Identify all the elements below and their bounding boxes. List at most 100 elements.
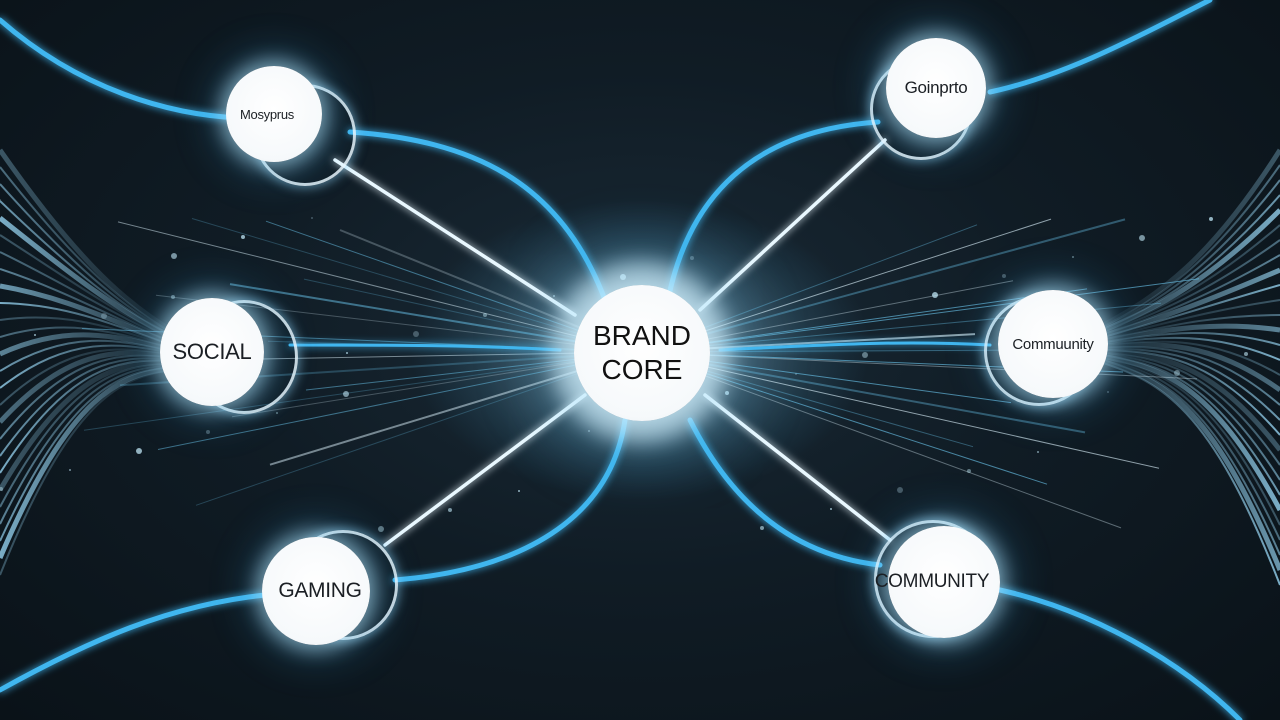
particle (1139, 235, 1145, 241)
left-stream-line (0, 332, 176, 357)
particle (588, 430, 590, 432)
arc-bottom-left-core (392, 417, 628, 583)
right-stream-line (1099, 267, 1280, 339)
particle (795, 373, 797, 375)
left-stream-line (0, 183, 176, 337)
brand-core-label: BRAND CORE (593, 319, 691, 387)
particle (206, 430, 210, 434)
right-stream-line (1099, 351, 1280, 466)
particle (136, 448, 142, 454)
spoke-top-right (698, 138, 887, 312)
spoke-bottom-left (383, 393, 587, 547)
particle (171, 295, 175, 299)
particle (346, 352, 348, 354)
particle (1002, 274, 1006, 278)
right-stream-line (1099, 299, 1280, 340)
left-stream-line (0, 366, 176, 559)
particle (553, 295, 555, 297)
arc-top-left-outer (0, 17, 243, 121)
node-top-right[interactable]: Goinprto (886, 38, 986, 138)
left-stream-line (0, 354, 176, 440)
left-stream-line (0, 148, 177, 335)
particle (483, 313, 487, 317)
node-label-community-mid: Commuunity (1012, 335, 1094, 353)
particle (1107, 391, 1109, 393)
arc-top-right-outer (987, 0, 1213, 95)
brand-core-line1: BRAND (592, 320, 691, 351)
right-stream-line (1099, 208, 1280, 335)
node-label-community-bottom: COMMUNITY (874, 571, 990, 592)
left-stream-line (0, 316, 176, 349)
arc-bottom-right-core (687, 417, 883, 568)
particle (311, 217, 313, 219)
left-stream-line (0, 369, 176, 576)
arc-bottom-right-outer (997, 587, 1243, 720)
left-stream-line (0, 364, 176, 525)
arc-bottom-left-outer (0, 592, 268, 693)
node-label-top-right: Goinprto (904, 78, 968, 97)
left-light-streams (0, 148, 177, 576)
arc-top-left-core (347, 129, 608, 303)
node-label-social: SOCIAL (172, 339, 252, 364)
right-stream-line (1099, 323, 1280, 344)
left-stream-line (0, 166, 176, 335)
spokes (333, 138, 892, 547)
light-streak (83, 351, 641, 431)
right-light-streams (1098, 148, 1280, 586)
right-stream-line (1099, 357, 1280, 541)
left-stream-line (0, 251, 176, 343)
particle (241, 235, 245, 239)
particle (448, 508, 452, 512)
connection-arcs (0, 0, 1243, 720)
node-label-gaming: GAMING (278, 579, 362, 602)
light-streak (639, 278, 1200, 353)
left-stream-line (0, 302, 176, 347)
arc-mid-right (718, 341, 992, 352)
right-stream-line (1099, 284, 1280, 339)
node-label-top-left: Mosyprus (240, 106, 294, 122)
particle (1209, 217, 1213, 221)
brand-core-node[interactable]: BRAND CORE (574, 285, 710, 421)
particle (518, 490, 520, 492)
node-mid-left[interactable]: SOCIAL (160, 298, 264, 406)
left-stream-line (0, 283, 176, 347)
left-stream-line (0, 363, 176, 508)
node-mid-right[interactable]: Commuunity (998, 290, 1108, 398)
node-bottom-left[interactable]: GAMING (262, 537, 370, 645)
particle (690, 256, 694, 260)
particle (0, 199, 1, 201)
right-stream-line (1099, 336, 1280, 361)
right-stream-line (1099, 353, 1280, 512)
particle (276, 412, 278, 414)
right-stream-line (1099, 239, 1280, 336)
left-stream-line (0, 350, 176, 424)
particle (1174, 370, 1180, 376)
right-stream-line (1099, 331, 1280, 346)
right-stream-line (1099, 346, 1280, 406)
particle (725, 391, 729, 395)
particle (897, 487, 903, 493)
right-stream-line (1099, 352, 1280, 481)
arc-top-right-core (665, 119, 881, 303)
particle (932, 292, 938, 298)
left-stream-line (0, 344, 176, 389)
particle (34, 334, 36, 336)
right-stream-line (1099, 360, 1280, 586)
particle (1072, 256, 1074, 258)
light-streak (639, 351, 1198, 380)
right-stream-line (1099, 224, 1280, 334)
right-stream-line (1098, 148, 1280, 330)
arc-mid-left (288, 343, 562, 352)
particle (1037, 451, 1039, 453)
right-stream-line (1099, 164, 1280, 330)
left-stream-line (0, 234, 176, 341)
particle (413, 331, 419, 337)
particle (171, 253, 177, 259)
particle (830, 508, 832, 510)
left-stream-line (0, 359, 176, 474)
right-stream-line (1099, 348, 1280, 452)
node-bottom-right[interactable]: COMMUNITY (875, 526, 1000, 638)
particle (1244, 352, 1248, 356)
node-top-left[interactable]: Mosyprus (226, 66, 322, 162)
particle (101, 313, 107, 319)
